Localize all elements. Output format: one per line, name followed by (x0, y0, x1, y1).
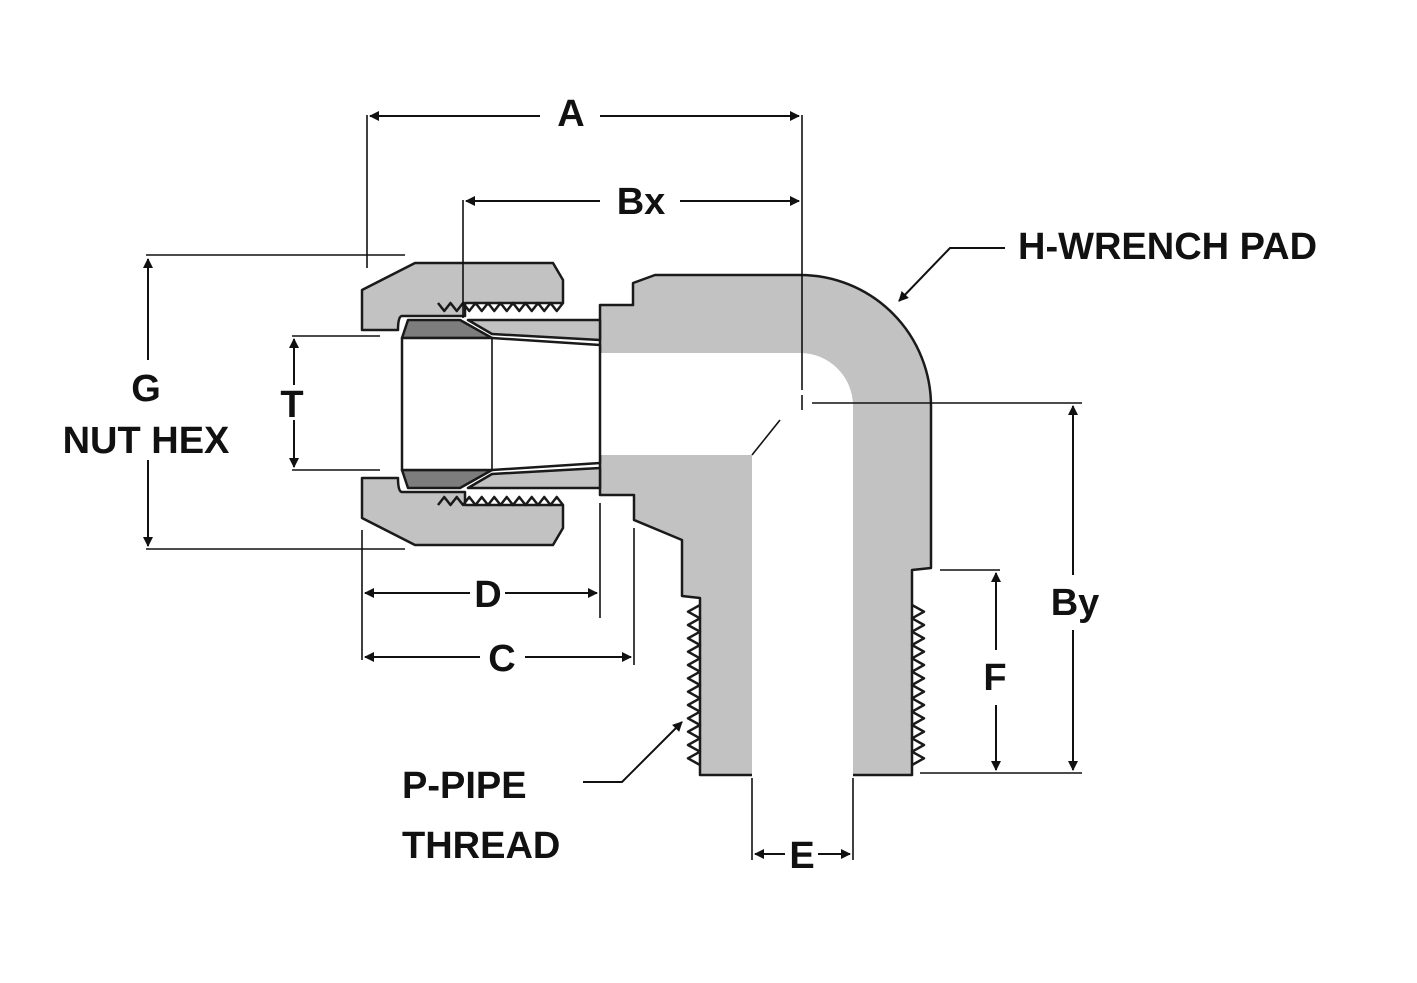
tube-bore (400, 336, 602, 472)
dimension-lines (143, 111, 1082, 860)
label-d: D (474, 574, 501, 616)
label-f: F (983, 657, 1006, 699)
pipe-thread-right (910, 603, 926, 767)
nut-thread-top (437, 301, 564, 313)
back-ferrule-top (466, 318, 602, 342)
label-bx: Bx (617, 181, 666, 223)
label-g: G (131, 368, 161, 410)
fitting-body (598, 273, 933, 778)
nut-thread-bottom (437, 495, 564, 507)
pipe-thread-left (686, 603, 702, 767)
label-e: E (789, 835, 814, 877)
label-c: C (488, 638, 515, 680)
label-thread: THREAD (402, 825, 560, 867)
ferrules (400, 318, 602, 490)
label-a: A (557, 93, 584, 135)
bore-intersection (751, 419, 781, 456)
label-by: By (1051, 582, 1100, 624)
label-p-pipe: P-PIPE (402, 765, 527, 807)
nut-hex-bottom (360, 476, 565, 547)
label-t: T (280, 384, 303, 426)
label-nut-hex: NUT HEX (63, 420, 230, 462)
back-ferrule-bottom (466, 466, 602, 490)
horizontal-bore (600, 353, 853, 778)
label-h-wrench-pad: H-WRENCH PAD (1018, 226, 1317, 268)
